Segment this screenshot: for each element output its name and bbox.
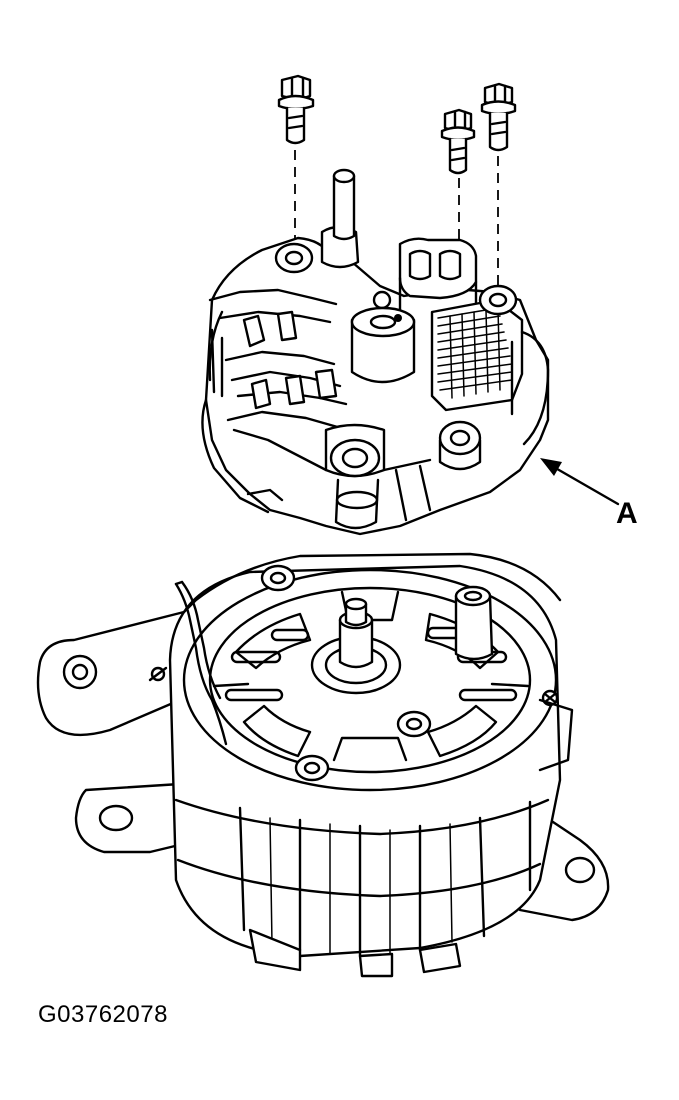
alternator-body — [36, 552, 610, 978]
callout-a: A — [540, 458, 638, 530]
bolt-middle-icon — [440, 108, 476, 175]
heatsink-fins — [437, 307, 513, 399]
bolt-right-icon — [480, 82, 517, 152]
alignment-lines — [294, 150, 499, 285]
regulator-assembly — [201, 168, 550, 536]
figure-id-label: G03762078 — [38, 1001, 168, 1028]
bolt-left-icon — [277, 74, 315, 145]
callout-a-label: A — [616, 497, 638, 530]
